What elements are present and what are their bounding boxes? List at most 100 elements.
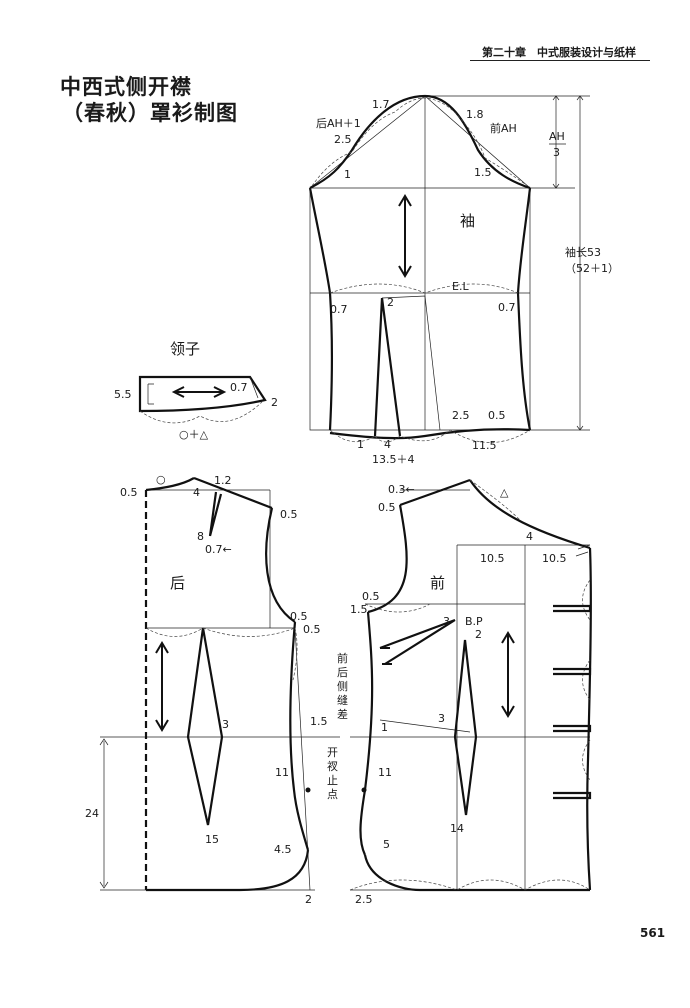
label-front-side-note-3: 侧 <box>337 680 348 693</box>
front-bust-dart <box>379 618 456 665</box>
label-back-0-7: 0.7← <box>205 543 232 556</box>
label-el-0-7-right: 0.7 <box>498 301 516 314</box>
back-waist-dart <box>186 627 224 826</box>
sleeve-side-left <box>308 187 333 431</box>
vent-note-3: 止 <box>327 774 338 787</box>
label-back-side-11: 11 <box>275 766 289 779</box>
collar-grain-arrow <box>171 386 227 398</box>
label-el: E.L <box>452 280 469 293</box>
label-sleeve-length-note: （52＋1） <box>565 262 619 275</box>
label-back-ah: 后AH＋1 <box>316 117 361 130</box>
label-front-5: 5 <box>383 838 390 851</box>
label-collar-0-7: 0.7 <box>230 381 248 394</box>
label-front-10-5a: 10.5 <box>480 552 505 565</box>
back-pattern: 后 ○ 0.5 4 1.2 8 0.7← 0.5 0.5 0.5 3 15 1.… <box>85 473 340 906</box>
label-back-4-5: 4.5 <box>274 843 292 856</box>
label-1-8: 1.8 <box>466 108 484 121</box>
label-front-side-1: 1 <box>381 721 388 734</box>
sleeve-grain-arrow <box>398 194 412 278</box>
label-front-0-5: 0.5 <box>378 501 396 514</box>
vent-note-2: 衩 <box>327 760 338 773</box>
label-ah: AH <box>549 130 565 143</box>
sleeve-frame <box>309 95 531 431</box>
label-back-2: 2 <box>305 893 312 906</box>
page-number: 561 <box>640 926 666 940</box>
back-armhole <box>265 507 296 623</box>
back-name: 后 <box>170 574 185 592</box>
sleeve-pattern: 袖 1.7 1.8 后AH＋1 前AH 2.5 1 1.5 AH 3 袖长53 … <box>308 94 619 466</box>
label-front-side-note-1: 前 <box>337 651 348 665</box>
header-rule <box>470 60 650 61</box>
sleeve-dim-arrows <box>552 95 584 431</box>
label-el-0-7-left: 0.7 <box>330 303 348 316</box>
label-1-7: 1.7 <box>372 98 390 111</box>
sleeve-dart <box>373 297 402 437</box>
label-front-ah: 前AH <box>490 121 517 135</box>
vent-point-back <box>305 787 311 793</box>
label-collar-length: ○＋△ <box>179 428 209 441</box>
label-hem-2-5: 2.5 <box>452 409 470 422</box>
sleeve-hem <box>329 428 531 440</box>
label-back-armhole-0-5b: 0.5 <box>303 623 321 636</box>
vent-point-front <box>361 787 367 793</box>
label-front-armhole-1-5: 1.5 <box>350 603 368 616</box>
label-front-bp: B.P <box>465 615 483 628</box>
front-name: 前 <box>430 574 445 592</box>
label-back-24: 24 <box>85 807 99 820</box>
page-title: 中西式侧开襟 （春秋）罩衫制图 <box>60 74 238 126</box>
sleeve-side-right <box>516 187 532 431</box>
front-scallops <box>349 479 591 891</box>
front-waist-dart <box>453 639 478 816</box>
title-line-2: （春秋）罩衫制图 <box>62 101 238 125</box>
collar-name: 领子 <box>170 340 200 358</box>
label-front-dart-14: 14 <box>450 822 464 835</box>
back-shoulder-dart <box>208 491 223 537</box>
label-front-2-5: 2.5 <box>355 893 373 906</box>
vent-note-4: 点 <box>327 788 338 801</box>
label-front-0-3: 0.3← <box>388 483 415 496</box>
label-back-side-1-5: 1.5 <box>310 715 328 728</box>
label-2-5: 2.5 <box>334 133 352 146</box>
back-neckline <box>145 477 195 492</box>
label-1: 1 <box>344 168 351 181</box>
front-dart-notches <box>380 647 392 665</box>
label-front-side-note-4: 缝 <box>337 693 348 707</box>
label-back-circle: ○ <box>156 473 166 486</box>
label-sleeve-length: 袖长53 <box>565 245 601 259</box>
front-side-seam <box>359 611 374 856</box>
label-ah-3: 3 <box>553 146 560 159</box>
sleeve-name: 袖 <box>460 212 475 230</box>
label-back-dart-3: 3 <box>222 718 229 731</box>
label-back-armhole-0-5a: 0.5 <box>290 610 308 623</box>
label-el-2: 2 <box>387 296 394 309</box>
sleeve-cap-outline <box>309 94 531 190</box>
label-front-dart-3: 3 <box>438 712 445 725</box>
label-front-side-note-5: 差 <box>337 707 348 721</box>
back-shoulder <box>193 476 273 510</box>
label-hem-width: 13.5＋4 <box>372 453 415 466</box>
back-hip-dim <box>99 738 146 891</box>
front-armhole <box>367 504 408 614</box>
label-front-bp-3: 3 <box>443 615 450 628</box>
back-scallops <box>145 627 298 681</box>
sleeve-scallops <box>311 97 531 443</box>
front-shoulder <box>399 478 471 507</box>
label-front-triangle: △ <box>500 486 509 499</box>
front-button-frog-top <box>575 544 591 557</box>
label-back-1-2: 1.2 <box>214 474 232 487</box>
label-front-side-note-2: 后 <box>337 666 348 679</box>
title-line-1: 中西式侧开襟 <box>60 75 192 99</box>
label-back-shoulder-0-5: 0.5 <box>280 508 298 521</box>
label-hem-11-5: 11.5 <box>472 439 497 452</box>
front-neckline <box>469 479 591 550</box>
label-collar-5-5: 5.5 <box>114 388 132 401</box>
back-hem <box>146 849 310 892</box>
label-back-8: 8 <box>197 530 204 543</box>
label-front-side-11: 11 <box>378 766 392 779</box>
label-back-dart-15: 15 <box>205 833 219 846</box>
label-front-armhole-0-5: 0.5 <box>362 590 380 603</box>
vent-note: 开 衩 止 点 <box>305 746 367 801</box>
sleeve-dimension-lines <box>425 95 590 431</box>
label-front-bp-2: 2 <box>475 628 482 641</box>
